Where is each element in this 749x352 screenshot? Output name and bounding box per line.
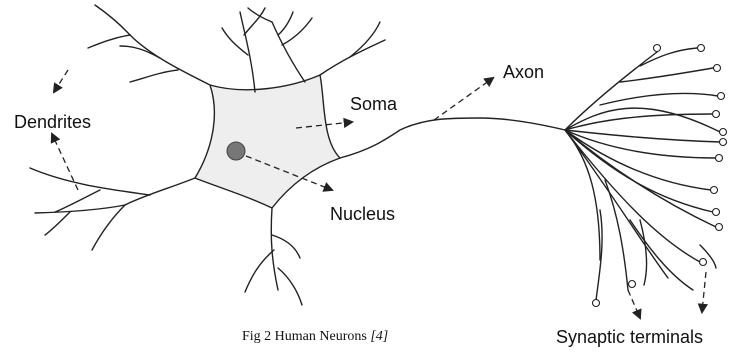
soma-label: Soma	[350, 94, 398, 114]
caption-ref: [4]	[370, 329, 388, 344]
synaptic-pointer-left	[628, 290, 640, 318]
synaptic-terminals-label: Synaptic terminals	[556, 327, 703, 347]
axon-label: Axon	[503, 62, 544, 82]
caption-text: Fig 2 Human Neurons	[242, 329, 370, 344]
axon	[340, 118, 565, 158]
dendrites-upper-pointer	[54, 70, 68, 92]
figure-caption: Fig 2 Human Neurons [4]	[242, 329, 388, 344]
nucleus	[227, 142, 245, 160]
dendrites-label: Dendrites	[14, 112, 91, 132]
soma-body	[195, 75, 340, 208]
nucleus-label: Nucleus	[330, 204, 395, 224]
axon-pointer	[434, 78, 493, 120]
synaptic-pointer-right	[702, 272, 706, 312]
axon-terminal-branches	[565, 48, 720, 300]
